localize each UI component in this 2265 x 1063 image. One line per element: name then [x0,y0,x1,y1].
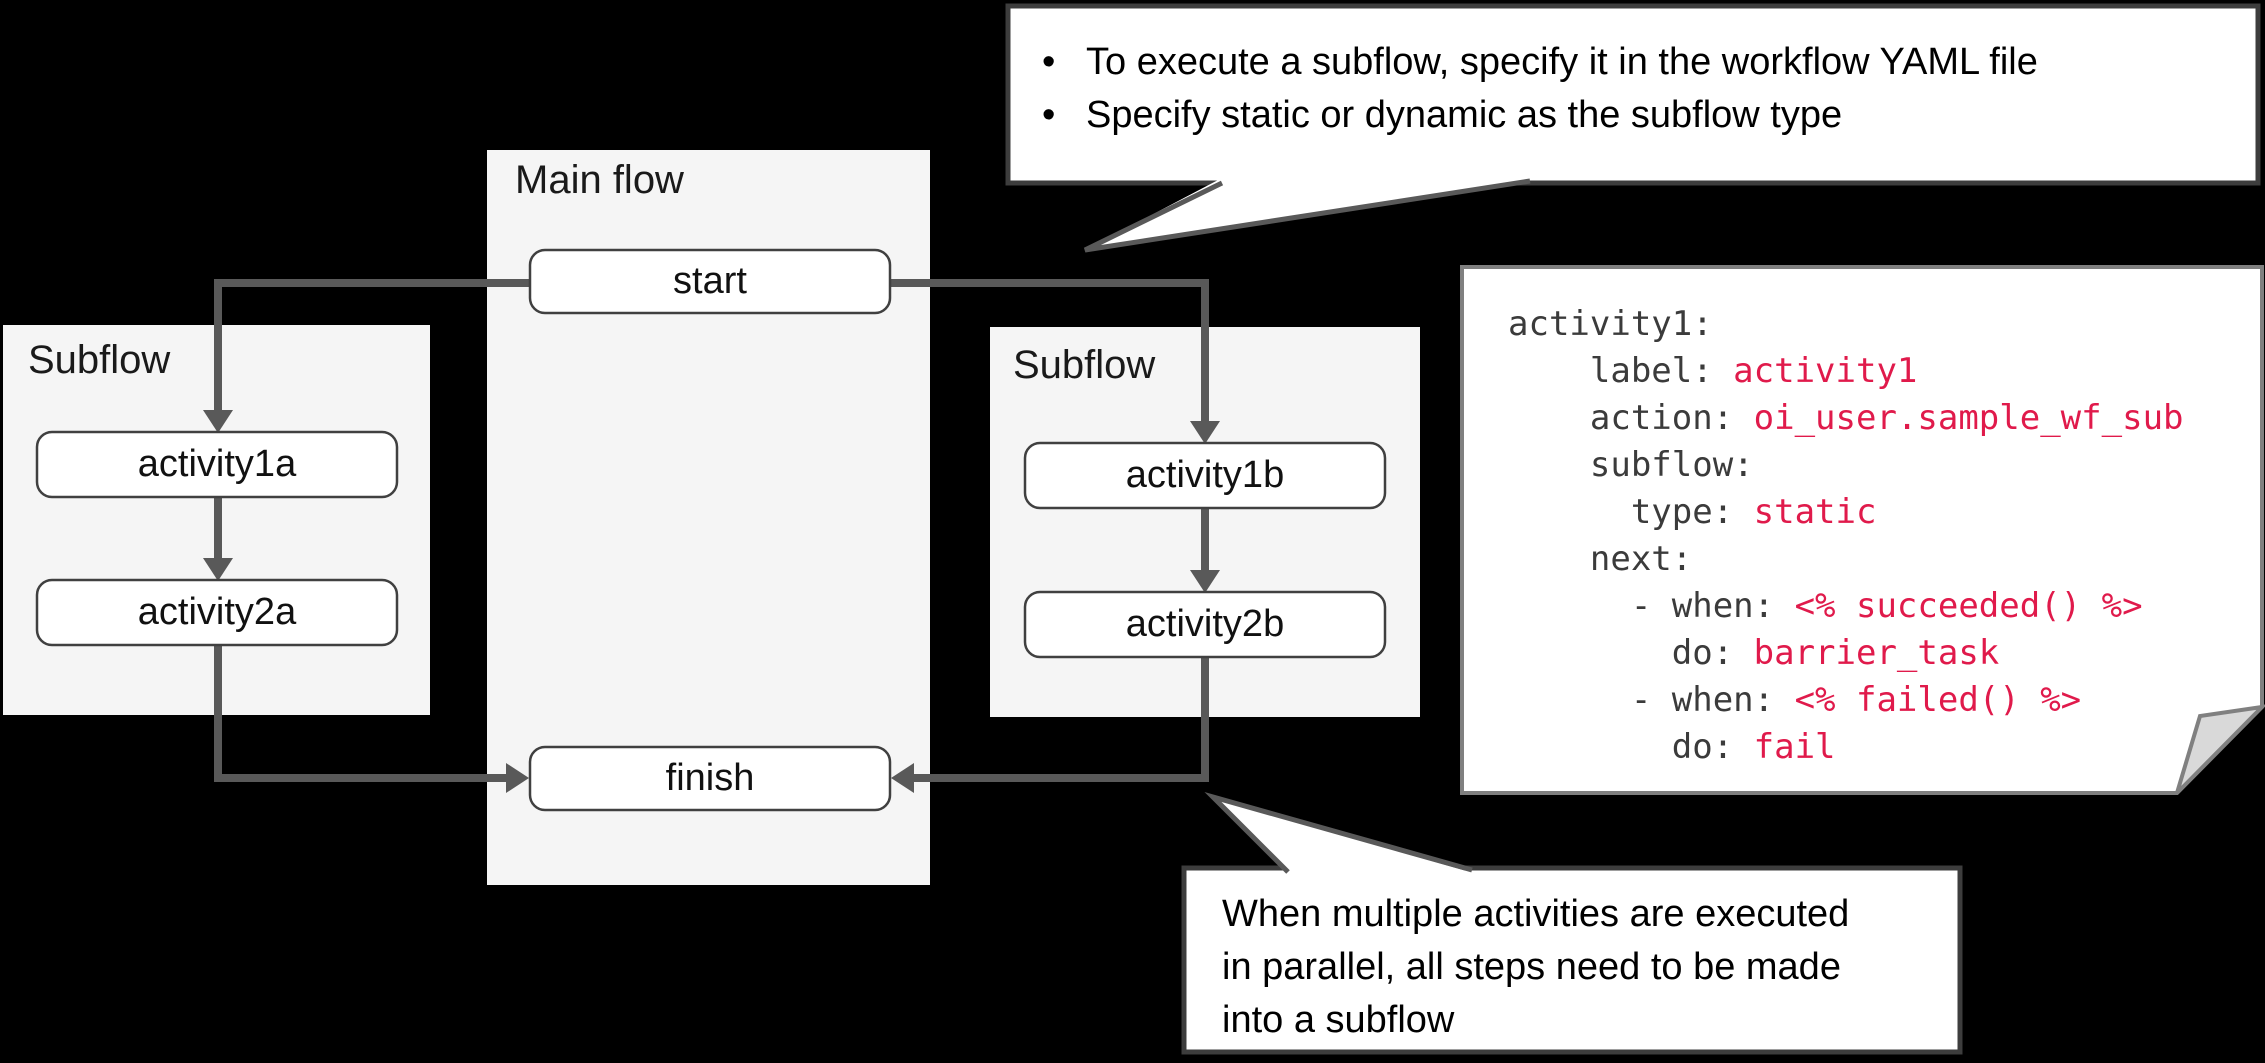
callout-bottom-shape [1181,791,1963,1055]
callout-top-box [1005,3,2261,186]
folded-corner-icon [2175,704,2265,795]
code-line: - when: <% failed() %> [1508,677,2184,724]
node-activity1a-shape [35,430,399,499]
node-start-shape [528,248,892,315]
code-line: do: barrier_task [1508,630,2184,677]
code-key: - when: [1508,586,1795,626]
node-activity2b-shape [1023,590,1387,659]
code-key: subflow: [1508,445,1754,485]
callout-top-tail-edge [1083,178,1531,253]
connector-activity2b-to-finish [912,658,1209,782]
callout-bottom-line: into a subflow [1222,999,1455,1041]
connector-activity2a-to-finish [214,645,508,782]
node-finish-label: finish [665,757,755,799]
arrowhead-right-icon [506,763,529,793]
code-value: barrier_task [1753,633,2000,673]
node-activity1b-shape [1023,441,1387,510]
code-key: - when: [1508,680,1795,720]
code-line: action: oi_user.sample_wf_sub [1508,395,2184,442]
code-value: oi_user.sample_wf_sub [1753,398,2184,438]
code-key: do: [1508,633,1754,673]
callout-top-line: • To execute a subflow, specify it in the… [1042,36,2038,89]
node-activity1b-label: activity1b [1125,454,1285,496]
bullet-icon: • [1042,41,1056,83]
code-line: do: fail [1508,724,2184,771]
bullet-icon: • [1042,94,1056,136]
node-activity2b-label: activity2b [1125,603,1285,645]
code-line: subflow: [1508,442,2184,489]
node-finish-shape [528,745,892,812]
callout-bottom-text: When multiple activities are executed in… [1222,888,1849,1047]
code-line: - when: <% succeeded() %> [1508,583,2184,630]
connector-start-to-activity1b [890,279,1209,423]
flow-nodes [35,248,1387,812]
callout-top-text: • To execute a subflow, specify it in the… [1042,36,2038,142]
code-key: type: [1508,492,1754,532]
code-value: <% succeeded() %> [1794,586,2143,626]
callout-top-line-text: To execute a subflow, specify it in the … [1086,41,2038,83]
node-start-label: start [673,260,747,302]
callout-top-line: • Specify static or dynamic as the subflo… [1042,89,2038,142]
node-activity1a-label: activity1a [137,443,297,485]
code-key: action: [1508,398,1754,438]
arrowheads [203,410,1220,793]
code-line: activity1: [1508,301,2184,348]
callout-bottom-line: in parallel, all steps need to be made [1222,946,1841,988]
arrowhead-down-icon [203,410,233,433]
code-key: label: [1508,351,1734,391]
code-note-shape [1460,265,2265,795]
code-value: fail [1753,727,1836,767]
yaml-code-block: activity1: label: activity1 action: oi_u… [1508,301,2184,771]
code-line: type: static [1508,489,2184,536]
code-value: <% failed() %> [1794,680,2082,720]
node-activity2a-label: activity2a [137,591,297,633]
arrowhead-down-icon [203,558,233,581]
arrowhead-down-icon [1190,570,1220,593]
callout-bottom-tail-edge [1204,791,1473,874]
flow-connectors [214,279,1209,782]
arrowhead-left-icon [891,763,914,793]
arrowhead-down-icon [1190,421,1220,444]
node-activity2a-shape [35,578,399,647]
code-key: do: [1508,727,1754,767]
callout-bottom-line: When multiple activities are executed [1222,893,1850,935]
code-line: next: [1508,536,2184,583]
code-value: activity1 [1733,351,1918,391]
subflow-left-title: Subflow [28,338,171,382]
callout-bottom-box [1181,865,1963,1055]
code-line: label: activity1 [1508,348,2184,395]
callout-top-line-text: Specify static or dynamic as the subflow… [1086,94,1843,136]
code-value: static [1753,492,1877,532]
main-flow-title: Main flow [515,158,684,202]
code-key: activity1: [1508,304,1713,344]
callout-top-shape [1005,3,2261,253]
connector-start-to-activity1a [214,279,530,412]
code-key: next: [1508,539,1693,579]
subflow-right-title: Subflow [1013,343,1156,387]
